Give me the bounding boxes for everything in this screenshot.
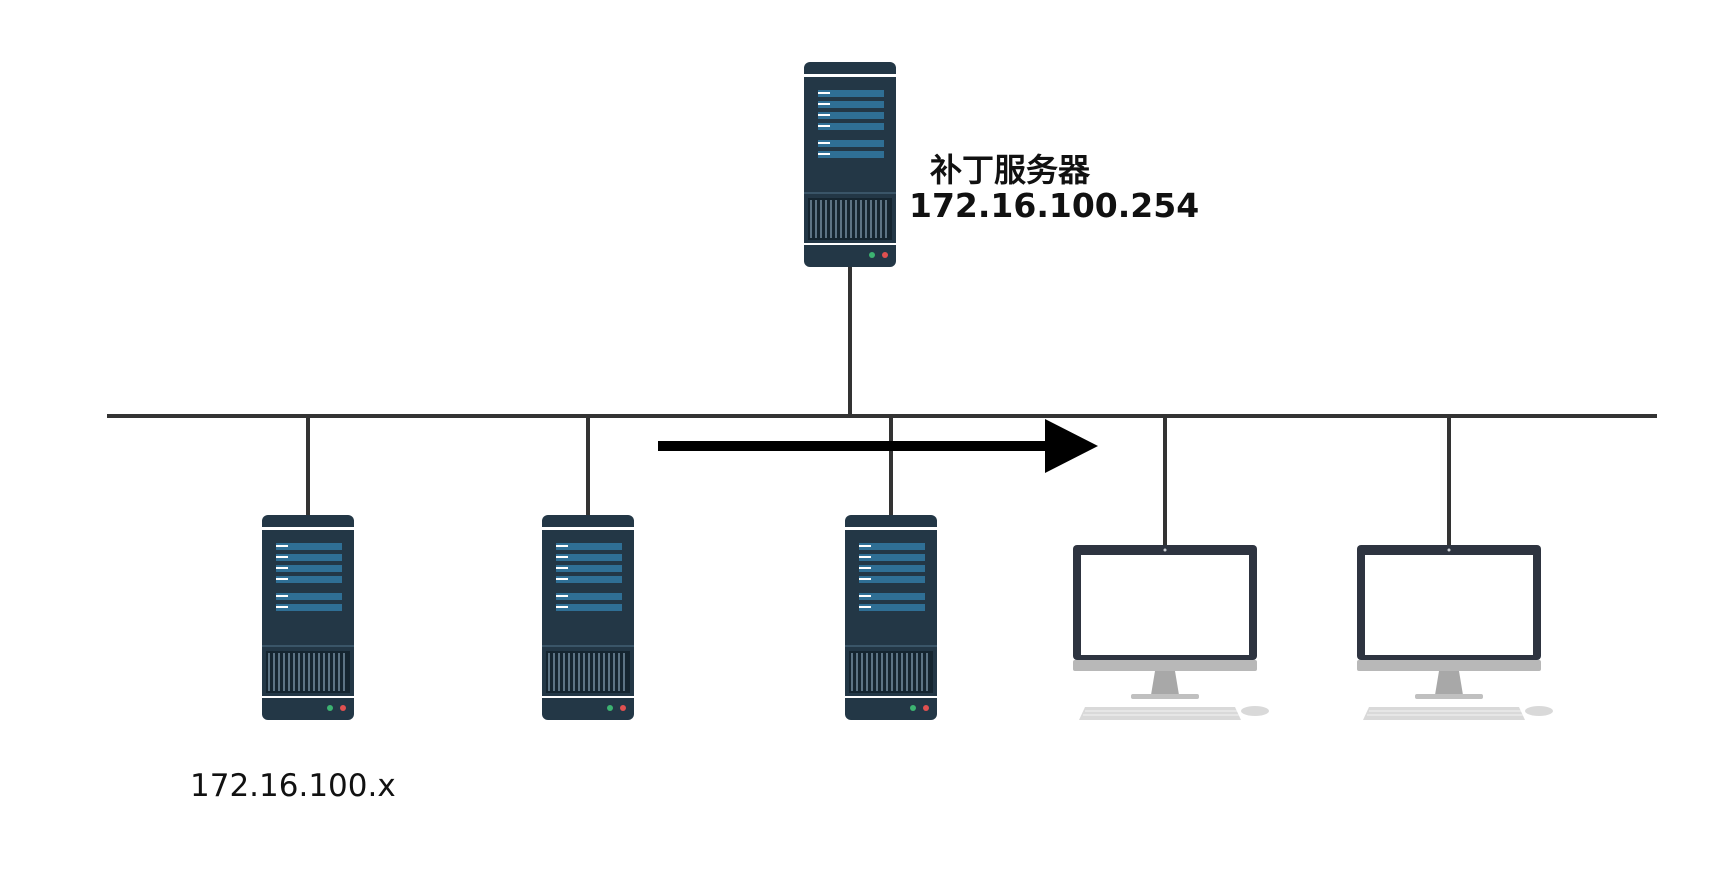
server-icon xyxy=(542,515,634,720)
client-ip-range: 172.16.100.x xyxy=(190,768,396,804)
server-icon xyxy=(262,515,354,720)
server-icon xyxy=(845,515,937,720)
patch-server-name: 补丁服务器 xyxy=(930,151,1091,189)
flow-arrow-icon xyxy=(658,419,1098,473)
client-links xyxy=(306,416,1451,545)
desktop-computer-icon xyxy=(1356,544,1554,721)
patch-server-ip: 172.16.100.254 xyxy=(909,186,1200,225)
server-icon xyxy=(804,62,896,267)
desktop-computer-icon xyxy=(1072,544,1270,721)
